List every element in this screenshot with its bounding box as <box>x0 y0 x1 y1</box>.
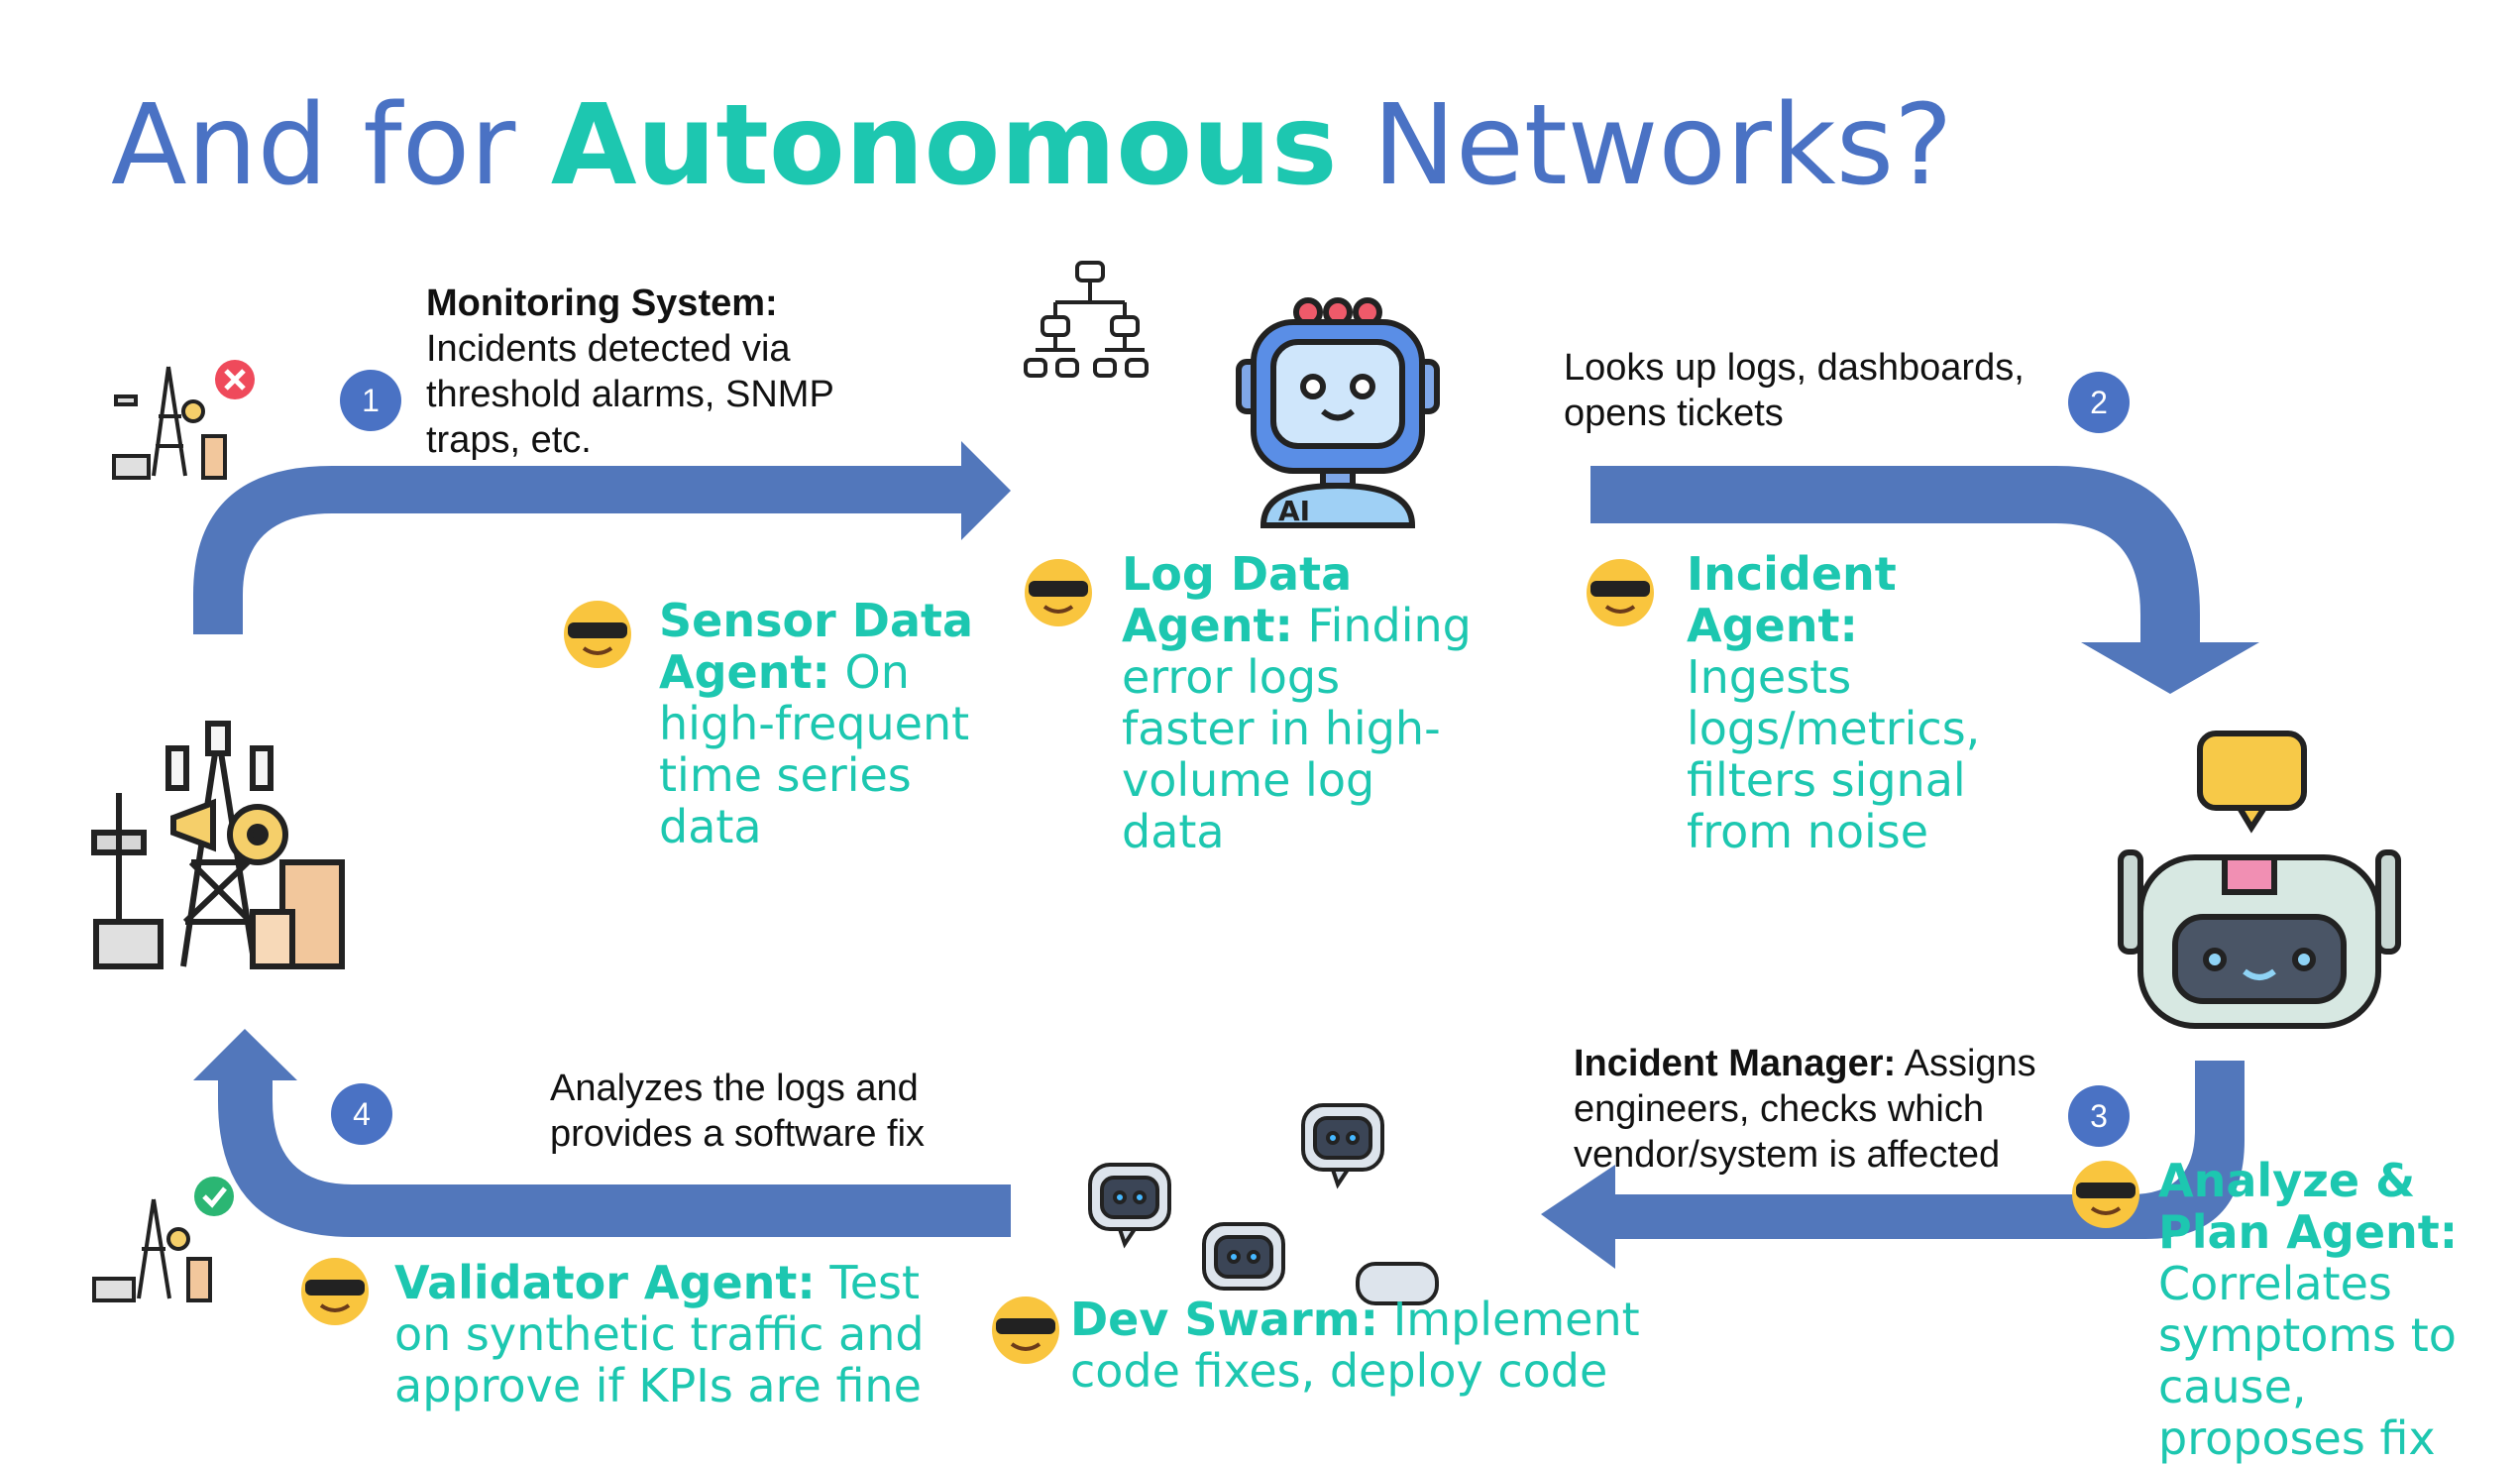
chat-robot-icon <box>2118 731 2401 1029</box>
step-2-badge: 2 <box>2068 372 2130 433</box>
log-data-agent-description: Finding error logs faster in high-volume… <box>1122 599 1472 858</box>
dev-swarm-description: Implement code fixes, deploy code <box>1070 1293 1640 1398</box>
step-3-description: Assigns engineers, checks which vendor/s… <box>1574 1043 2036 1176</box>
dev-swarm-name: Dev Swarm: <box>1070 1293 1379 1346</box>
step-3-badge: 3 <box>2068 1085 2130 1147</box>
step-1-heading: Monitoring System: <box>426 282 778 324</box>
page-title: And for Autonomous Networks? <box>111 79 1953 212</box>
incident-agent-text: Incident Agent: Ingests logs/metrics, fi… <box>1687 548 2014 857</box>
cool-emoji-icon <box>1587 559 1654 626</box>
ok-check-icon <box>202 1186 227 1208</box>
log-data-agent-text: Log Data Agent: Finding error logs faste… <box>1122 548 1479 857</box>
arrow-3-body <box>1541 1061 2245 1269</box>
validator-agent-name: Validator Agent: <box>394 1256 816 1309</box>
analyze-plan-agent-name: Analyze & Plan Agent: <box>2158 1154 2459 1259</box>
sensor-agent-description: On high-frequent time series data <box>659 645 970 853</box>
robot-ai-label: AI <box>1278 495 1310 527</box>
cell-tower-icon <box>91 721 345 969</box>
incident-agent-name: Incident Agent: <box>1687 547 1897 652</box>
step-2-text: Looks up logs, dashboards, opens tickets <box>1564 345 2059 436</box>
arrow-2-body <box>1590 466 2259 694</box>
step-4-badge: 4 <box>331 1083 392 1145</box>
sensor-agent-name: Sensor Data Agent: <box>659 594 974 699</box>
cool-emoji-icon <box>992 1296 1059 1364</box>
ai-robot-icon <box>1236 297 1440 528</box>
step-1-badge: 1 <box>340 370 401 431</box>
cool-emoji-icon <box>1025 559 1092 626</box>
small-robot-icon <box>1202 1222 1285 1291</box>
flow-arrows: AI <box>91 261 2401 1364</box>
sensor-agent-text: Sensor Data Agent: On high-frequent time… <box>659 595 986 852</box>
step-3-text: Incident Manager: Assigns engineers, che… <box>1574 1041 2059 1178</box>
step-4-description: Analyzes the logs and provides a softwar… <box>550 1068 926 1155</box>
incident-agent-description: Ingests logs/metrics, filters signal fro… <box>1687 650 1981 858</box>
step-2-description: Looks up logs, dashboards, opens tickets <box>1564 347 2025 434</box>
ok-badge-icon <box>194 1177 234 1216</box>
small-robot-icon <box>1301 1103 1384 1189</box>
dev-swarm-text: Dev Swarm: Implement code fixes, deploy … <box>1070 1294 1665 1397</box>
step-1-text: Monitoring System: Incidents detected vi… <box>426 281 902 463</box>
small-robot-icon <box>1088 1163 1171 1249</box>
step-1-description: Incidents detected via threshold alarms,… <box>426 328 834 461</box>
title-suffix: Networks? <box>1372 81 1953 210</box>
arrow-4-body <box>193 1029 1011 1237</box>
small-robot-icon <box>1356 1262 1439 1305</box>
cell-tower-ok-icon <box>92 1198 212 1302</box>
cool-emoji-icon <box>2072 1161 2139 1228</box>
cell-tower-error-icon <box>112 366 227 480</box>
hierarchy-icon <box>1024 261 1149 378</box>
step-3-heading: Incident Manager: <box>1574 1043 1897 1084</box>
validator-agent-description: Test on synthetic traffic and approve if… <box>394 1256 925 1412</box>
analyze-plan-agent-description: Correlates symptoms to cause, proposes f… <box>2158 1257 2457 1465</box>
title-accent: Autonomous <box>550 81 1338 210</box>
title-prefix: And for <box>111 81 516 210</box>
validator-agent-text: Validator Agent: Test on synthetic traff… <box>394 1257 949 1411</box>
error-x-icon <box>224 369 246 391</box>
cool-emoji-icon <box>564 601 631 668</box>
step-4-text: Analyzes the logs and provides a softwar… <box>550 1066 996 1157</box>
log-data-agent-name: Log Data Agent: <box>1122 547 1353 652</box>
arrow-1-body <box>193 441 1011 634</box>
cool-emoji-icon <box>301 1258 369 1325</box>
analyze-plan-agent-text: Analyze & Plan Agent: Correlates symptom… <box>2158 1155 2510 1464</box>
